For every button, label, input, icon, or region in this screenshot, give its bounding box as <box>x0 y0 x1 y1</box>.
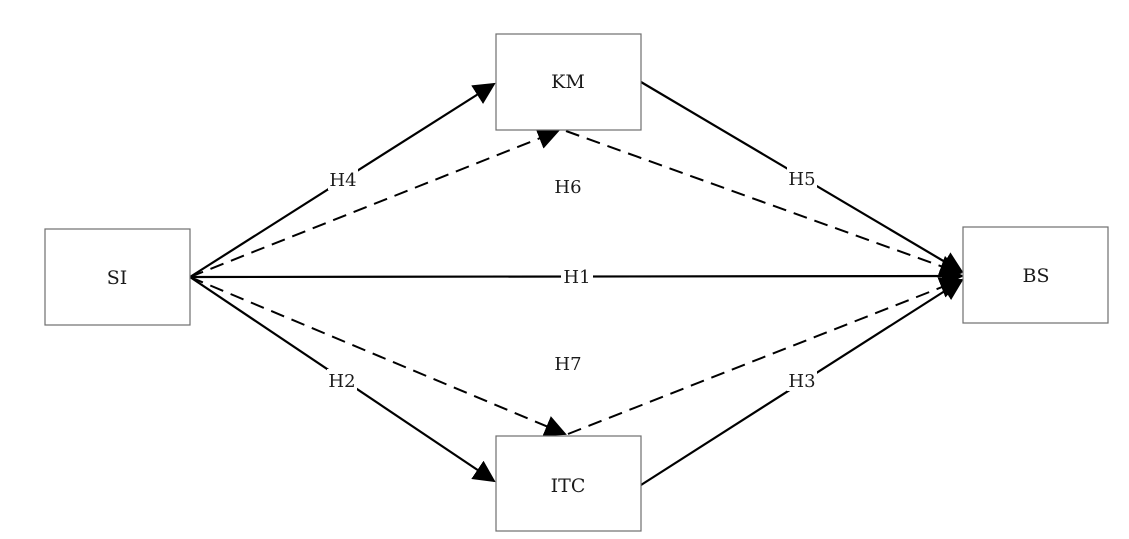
edge-label-h7: H7 <box>554 354 581 375</box>
edge-h7-si-to-itc <box>189 276 567 437</box>
edge-label-h5: H5 <box>788 169 815 190</box>
node-itc-label: ITC <box>551 475 586 497</box>
node-si: SI <box>44 228 191 326</box>
node-si-label: SI <box>107 267 128 289</box>
node-km-label: KM <box>551 71 585 93</box>
node-bs: BS <box>962 226 1109 324</box>
node-km: KM <box>495 33 642 131</box>
edge-h6-km-to-bs <box>565 130 962 277</box>
edge-h6-si-to-km <box>189 128 560 278</box>
edge-label-h1: H1 <box>563 267 590 288</box>
edge-label-h3: H3 <box>788 371 815 392</box>
node-bs-label: BS <box>1023 265 1050 287</box>
edge-h7-itc-to-bs <box>567 277 962 435</box>
node-itc: ITC <box>495 435 642 532</box>
edge-label-h2: H2 <box>328 371 355 392</box>
edge-label-h4: H4 <box>329 170 356 191</box>
edge-label-h6: H6 <box>554 177 581 198</box>
